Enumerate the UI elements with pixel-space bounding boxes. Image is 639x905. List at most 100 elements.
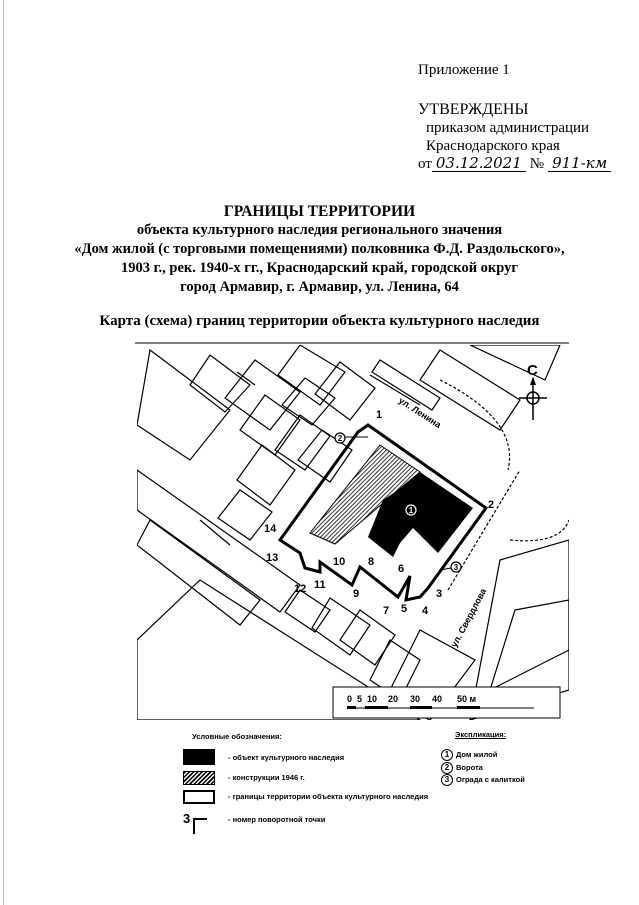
neighbor-building — [339, 609, 396, 666]
turning-point-2: 2 — [488, 499, 494, 511]
neighbor-building — [469, 345, 561, 381]
street-label-lenina: ул. Ленина — [397, 395, 444, 430]
legend-swatch-boundary — [183, 790, 215, 804]
scale-segment — [365, 706, 388, 709]
explication-label: Дом жилой — [456, 750, 498, 759]
turning-point-5: 5 — [401, 603, 407, 615]
legend-swatch-point: 3 — [183, 811, 215, 834]
date-prefix: от — [418, 156, 432, 172]
turning-point-14: 14 — [264, 523, 277, 535]
appendix-label: Приложение 1 — [418, 62, 510, 78]
legend-point-marker: 3 — [183, 811, 191, 826]
legend-swatch-object — [183, 749, 215, 765]
scale-segment — [347, 706, 356, 709]
title-line: объекта культурного наследия регионально… — [136, 222, 503, 238]
neighbor-building — [311, 597, 371, 656]
territory-boundary — [277, 423, 489, 602]
neighbor-building — [217, 489, 273, 541]
scale-tick-label: 10 — [367, 694, 377, 704]
neighbor-building — [137, 579, 422, 720]
north-arrow: С — [519, 362, 547, 420]
approval-block: УТВЕРЖДЕНЫ приказом администрации Красно… — [418, 101, 612, 173]
turning-point-4: 4 — [422, 605, 429, 617]
marker-circle-icon — [334, 432, 346, 444]
legend-label: - конструкции 1946 г. — [228, 773, 305, 782]
approval-date: 03.12.2021 — [431, 155, 526, 172]
scan-edge — [3, 0, 4, 905]
neighbor-building — [489, 599, 569, 692]
scale-segment — [410, 706, 432, 709]
explication-marker-3: 3 — [454, 563, 459, 572]
title-line: 1903 г., рек. 1940-х гг., Краснодарский … — [120, 260, 518, 276]
approval-number: 911-км — [548, 155, 612, 172]
scale-segment — [457, 706, 480, 709]
neighbor-building — [284, 589, 331, 633]
north-label: С — [527, 362, 538, 379]
explication-heading: Экспликация: — [455, 730, 507, 739]
approval-line2: Краснодарского края — [426, 138, 560, 154]
neighbor-building — [297, 429, 353, 483]
neighbor-building — [469, 539, 569, 720]
document-title: ГРАНИЦЫ ТЕРРИТОРИИ объекта культурного н… — [0, 202, 639, 297]
number-prefix: № — [529, 156, 545, 172]
turning-point-7: 7 — [383, 605, 389, 617]
legend-label: - объект культурного наследия — [228, 753, 345, 762]
neighbor-building — [419, 349, 521, 431]
neighbor-building — [189, 354, 251, 413]
neighbor-building — [277, 345, 346, 406]
legend-point-hline — [193, 818, 207, 820]
neighbor-building — [137, 348, 231, 461]
turning-point-10: 10 — [333, 556, 345, 568]
legend-point-vline — [193, 818, 195, 834]
legend-label: - номер поворотной точки — [228, 815, 326, 824]
legend-label: - границы территории объекта культурного… — [228, 792, 429, 801]
surrounding-buildings — [137, 345, 569, 720]
street-label-sverdlova: ул. Свердлова — [449, 586, 489, 649]
neighbor-building — [236, 444, 296, 506]
heritage-object-building — [368, 472, 473, 557]
map-line — [199, 519, 231, 546]
legend-heading: Условные обозначения: — [192, 732, 282, 741]
street-lenina: ул. Ленина — [397, 395, 444, 430]
neighbor-building — [137, 519, 261, 626]
scale-tick-label: 0 — [347, 694, 352, 704]
neighbor-building — [224, 359, 301, 431]
neighbor-building — [274, 414, 331, 471]
marker-leader — [439, 567, 452, 571]
explication-label: Ограда с калиткой — [456, 775, 525, 784]
map-line — [236, 371, 256, 386]
neighbor-building — [371, 359, 441, 411]
turning-point-1: 1 — [376, 409, 382, 421]
street-sverdlova: ул. Свердлова — [449, 586, 489, 649]
turning-point-8: 8 — [368, 556, 374, 568]
north-arrow-head-icon — [530, 377, 536, 385]
turning-point-12: 12 — [294, 583, 306, 595]
scale-tick-label: 30 — [410, 694, 420, 704]
legend-swatch-hatched — [183, 771, 215, 785]
explication-num-icon: 2 — [441, 761, 453, 774]
explication-marker-2: 2 — [338, 434, 343, 443]
explication-marker-1: 1 — [409, 506, 414, 515]
map-caption: Карта (схема) границ территории объекта … — [99, 313, 540, 329]
turning-point-6: 6 — [398, 563, 404, 575]
explication-label: Ворота — [456, 762, 483, 772]
approval-heading: УТВЕРЖДЕНЫ — [418, 101, 529, 118]
scale-bar-box — [332, 686, 561, 719]
turning-point-9: 9 — [353, 588, 359, 600]
title-line: город Армавир, г. Армавир, ул. Ленина, 6… — [180, 279, 459, 295]
scale-tick-label: 20 — [388, 694, 398, 704]
turning-point-3: 3 — [436, 588, 442, 600]
street-edge — [439, 379, 569, 591]
turning-point-13: 13 — [266, 552, 278, 564]
turning-point-11: 11 — [314, 579, 326, 591]
neighbor-building — [314, 361, 376, 421]
marker-circle-icon — [405, 504, 417, 516]
title-line: «Дом жилой (с торговыми помещениями) пол… — [74, 241, 565, 257]
scale-tick-label: 50 м — [457, 694, 477, 704]
explication-num-icon: 3 — [441, 774, 453, 786]
explication-markers: 1 2 3 — [334, 432, 462, 573]
title-main: ГРАНИЦЫ ТЕРРИТОРИИ — [223, 203, 416, 220]
